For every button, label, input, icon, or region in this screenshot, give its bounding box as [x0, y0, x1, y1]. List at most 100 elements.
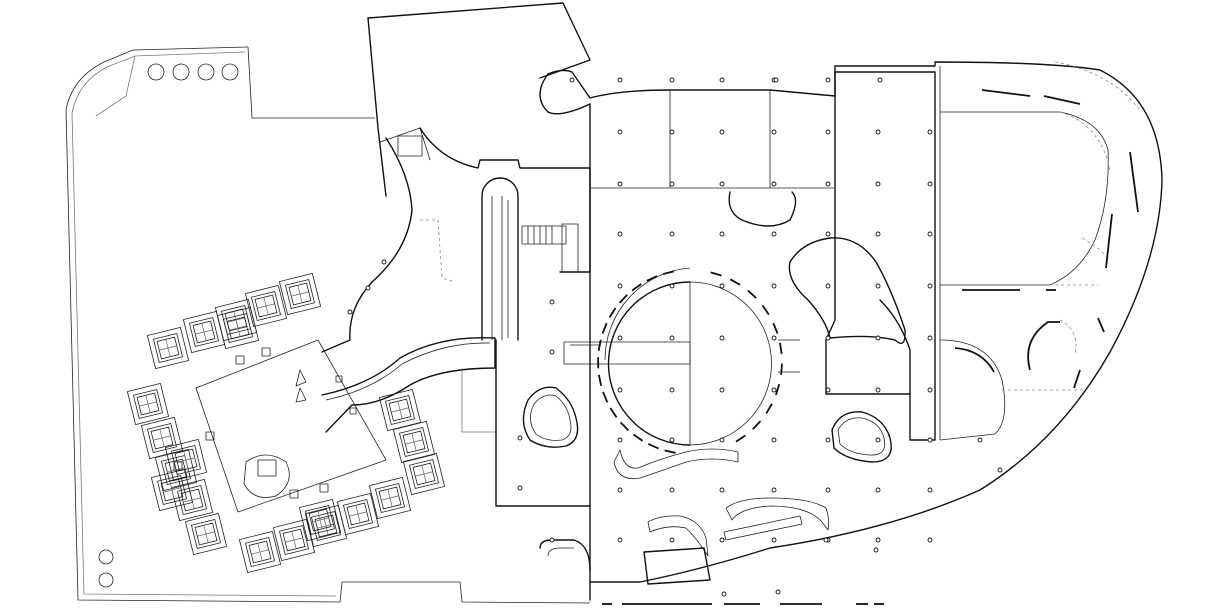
small-wall-fragments: [173, 347, 357, 499]
nested-square-rooms: [126, 272, 446, 574]
column: [617, 283, 623, 289]
column: [719, 335, 725, 341]
column: [549, 299, 555, 305]
pavilion-room: [402, 452, 446, 496]
ring-segment: [729, 278, 741, 286]
circular-plinths-south: [98, 549, 114, 588]
arched-spine-hall: [481, 177, 519, 341]
column: [617, 387, 623, 393]
circular-plinths-north: [147, 63, 239, 81]
ring-segment: [597, 339, 602, 351]
ring-segment: [710, 271, 722, 277]
column: [873, 547, 879, 553]
column: [825, 283, 831, 289]
ring-segment: [752, 420, 762, 430]
column: [875, 437, 881, 443]
pavilion-room: [298, 498, 342, 542]
column: [669, 437, 675, 443]
column: [875, 487, 881, 493]
ring-segment: [618, 294, 628, 304]
column: [617, 181, 623, 187]
stair-block: [521, 223, 579, 273]
column: [771, 335, 777, 341]
column: [549, 349, 555, 355]
rotated-courtyard-platform: [195, 339, 387, 513]
column: [927, 437, 933, 443]
pavilion-room: [368, 476, 412, 520]
column: [617, 335, 623, 341]
column: [617, 231, 623, 237]
column: [875, 231, 881, 237]
column: [877, 77, 883, 83]
column: [875, 129, 881, 135]
pavilion-room: [238, 530, 282, 574]
east-wall-slots: [954, 89, 1139, 389]
column: [771, 437, 777, 443]
column: [927, 387, 933, 393]
column: [927, 537, 933, 543]
central-hall-west-wall: [461, 189, 591, 583]
ring-segment: [602, 391, 609, 403]
column: [825, 129, 831, 135]
column: [617, 129, 623, 135]
round-court-ring-segments: [597, 270, 783, 454]
column: [381, 259, 387, 265]
column: [669, 129, 675, 135]
column: [927, 181, 933, 187]
column: [825, 387, 831, 393]
ring-segment: [664, 449, 676, 454]
column: [825, 231, 831, 237]
dashed-garden-paths: [1002, 61, 1141, 391]
column: [617, 487, 623, 493]
ring-segment: [619, 421, 630, 432]
pavilion-room: [140, 416, 184, 460]
column: [617, 77, 623, 83]
pavilion-room: [216, 306, 260, 350]
column: [617, 537, 623, 543]
ring-segment: [647, 443, 659, 450]
column: [875, 181, 881, 187]
ring-segment: [775, 383, 781, 396]
column: [719, 231, 725, 237]
column: [927, 487, 933, 493]
column: [997, 467, 1003, 473]
column: [719, 283, 725, 289]
serpentine-corridor: [321, 127, 591, 433]
ring-segment: [601, 322, 608, 334]
column: [875, 335, 881, 341]
structural-column-grid: [347, 77, 1003, 597]
column: [669, 283, 675, 289]
west-site-boundary: [65, 46, 591, 604]
pavilion-room: [146, 326, 190, 370]
column: [977, 437, 983, 443]
ring-segment: [780, 363, 783, 375]
ring-segment: [662, 270, 675, 275]
column: [825, 77, 831, 83]
column: [719, 387, 725, 393]
pavilion-room: [378, 388, 422, 432]
round-court: [563, 267, 800, 446]
ring-segment: [747, 289, 757, 299]
ring-segment: [598, 374, 603, 386]
column: [617, 437, 623, 443]
ring-segment: [779, 342, 783, 355]
column: [365, 285, 371, 291]
column: [771, 231, 777, 237]
column: [719, 487, 725, 493]
column: [771, 181, 777, 187]
column: [719, 77, 725, 83]
column: [771, 487, 777, 493]
column: [927, 283, 933, 289]
column: [927, 231, 933, 237]
column: [875, 537, 881, 543]
column: [549, 537, 555, 543]
column: [347, 309, 353, 315]
ring-segment: [761, 304, 770, 316]
ring-segment: [735, 434, 746, 443]
column: [569, 77, 575, 83]
column: [875, 283, 881, 289]
ring-segment: [772, 322, 779, 334]
column: [669, 487, 675, 493]
column: [825, 437, 831, 443]
pavilion-room: [272, 518, 316, 562]
